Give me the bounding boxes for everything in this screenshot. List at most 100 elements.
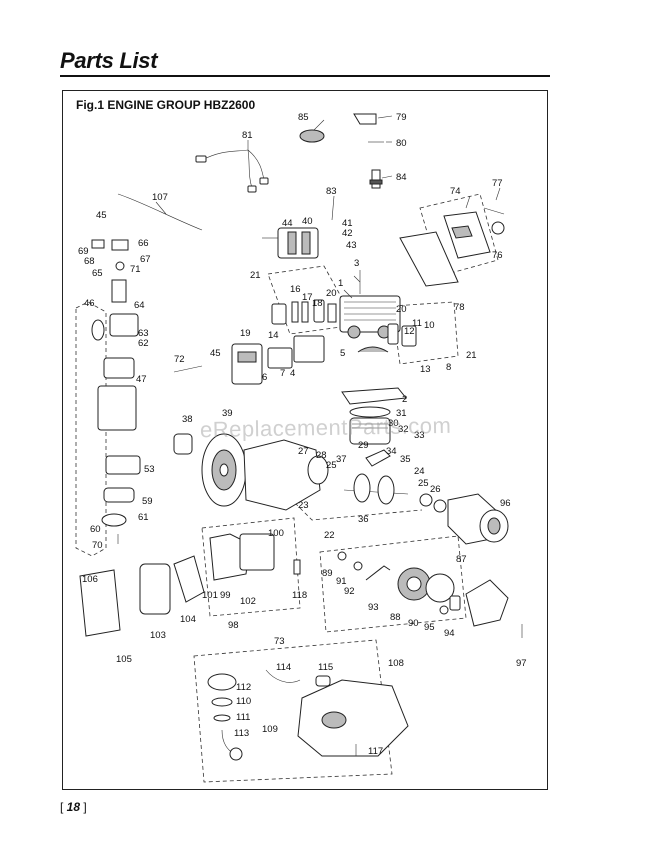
callout-37: 37	[336, 454, 347, 465]
callout-93: 93	[368, 602, 379, 613]
callout-21-top: 21	[250, 270, 261, 281]
callout-42: 42	[342, 228, 353, 239]
callout-22: 22	[324, 530, 335, 541]
spark-plug	[369, 169, 383, 189]
crankcase-left	[243, 439, 321, 511]
recoil-starter-group-box	[319, 535, 467, 633]
ignition-coil	[262, 227, 319, 259]
callout-85: 85	[298, 112, 309, 123]
page-number: [ 18 ]	[60, 800, 87, 814]
callout-4: 4	[290, 368, 295, 379]
callout-112: 112	[236, 682, 251, 693]
callout-41: 41	[342, 218, 353, 229]
exploded-parts-diagram: 85 79 80 81 84 83 107 45 74 77 44 40 41 …	[75, 112, 527, 783]
callout-118: 118	[292, 590, 307, 601]
callout-20-left: 20	[326, 288, 337, 299]
carburetor-gasket	[293, 335, 325, 363]
callout-59: 59	[142, 496, 153, 507]
callout-11: 11	[412, 318, 422, 329]
callout-87: 87	[456, 554, 467, 565]
fuel-tank-group-box	[193, 639, 393, 783]
flywheel	[201, 433, 247, 507]
callout-90: 90	[408, 618, 419, 629]
cylinder-gasket	[341, 387, 407, 405]
muffler-bolt	[483, 207, 505, 215]
air-cleaner-case	[79, 569, 121, 637]
callout-30: 30	[388, 418, 399, 429]
callout-25-right: 25	[418, 478, 429, 489]
callout-47: 47	[136, 374, 147, 385]
callout-109: 109	[262, 724, 278, 735]
callout-24: 24	[414, 466, 425, 477]
throttle-cable	[117, 193, 203, 231]
callout-40: 40	[302, 216, 313, 227]
callout-97: 97	[516, 658, 527, 669]
callout-3: 3	[354, 258, 359, 269]
callout-10: 10	[424, 320, 435, 331]
carburetor-bolt	[173, 365, 203, 373]
title-rule	[60, 75, 550, 77]
flywheel-nut	[173, 433, 193, 455]
callout-102: 102	[240, 596, 256, 607]
exhaust-gasket	[387, 323, 399, 345]
intake-parts	[271, 299, 337, 325]
figure-frame	[62, 90, 548, 790]
callout-20-right: 20	[396, 304, 407, 315]
callout-103: 103	[150, 630, 166, 641]
callout-33: 33	[414, 430, 425, 441]
callout-113: 113	[234, 728, 249, 739]
plug-cap	[353, 113, 377, 125]
connecting-rod	[365, 449, 391, 467]
leader-lines	[155, 115, 501, 299]
callout-53: 53	[144, 464, 155, 475]
callout-44: 44	[282, 218, 293, 229]
fuel-cap	[207, 673, 237, 691]
impulse-hose	[357, 346, 389, 353]
callout-26: 26	[430, 484, 441, 495]
muffler-heat-shield	[399, 231, 459, 287]
figure-title: Fig.1 ENGINE GROUP HBZ2600	[76, 98, 256, 112]
callout-96: 96	[500, 498, 511, 509]
callout-1: 1	[338, 278, 343, 289]
callout-91: 91	[336, 576, 347, 587]
bearing-right	[433, 499, 447, 513]
callout-14: 14	[268, 330, 279, 341]
callout-69: 69	[78, 246, 89, 257]
callout-66: 66	[138, 238, 149, 249]
crank-seal-left	[307, 455, 329, 485]
callout-35: 35	[400, 454, 411, 465]
air-filter-group-box	[201, 517, 301, 617]
callout-101: 101	[202, 590, 218, 601]
callout-27: 27	[298, 446, 309, 457]
callout-43: 43	[346, 240, 357, 251]
callout-99: 99	[220, 590, 231, 601]
callout-98: 98	[228, 620, 239, 631]
callout-8: 8	[446, 362, 451, 373]
callout-111: 111	[236, 712, 250, 723]
callout-77: 77	[492, 178, 503, 189]
crankshaft	[343, 473, 409, 505]
bearing-left	[419, 493, 433, 507]
wire-harness	[195, 149, 269, 193]
muffler	[443, 211, 505, 259]
callout-65: 65	[92, 268, 103, 279]
fuel-tank	[297, 679, 409, 757]
callout-13: 13	[420, 364, 431, 375]
callout-71: 71	[130, 264, 141, 275]
tank-grommet	[315, 675, 331, 687]
fuel-filter	[229, 747, 243, 761]
callout-76: 76	[492, 250, 503, 261]
callout-74: 74	[450, 186, 461, 197]
callout-81: 81	[242, 130, 253, 141]
callout-25-left: 25	[326, 460, 337, 471]
callout-89: 89	[322, 568, 333, 579]
callout-117: 117	[368, 746, 383, 757]
fuel-line	[265, 669, 301, 683]
callout-29: 29	[358, 440, 369, 451]
carburetor-kit-bracket	[75, 301, 107, 557]
callout-79: 79	[396, 112, 407, 123]
callout-114: 114	[276, 662, 291, 673]
air-filter-parts	[173, 533, 301, 603]
callout-17: 17	[302, 292, 313, 303]
page-number-value: 18	[66, 800, 81, 814]
